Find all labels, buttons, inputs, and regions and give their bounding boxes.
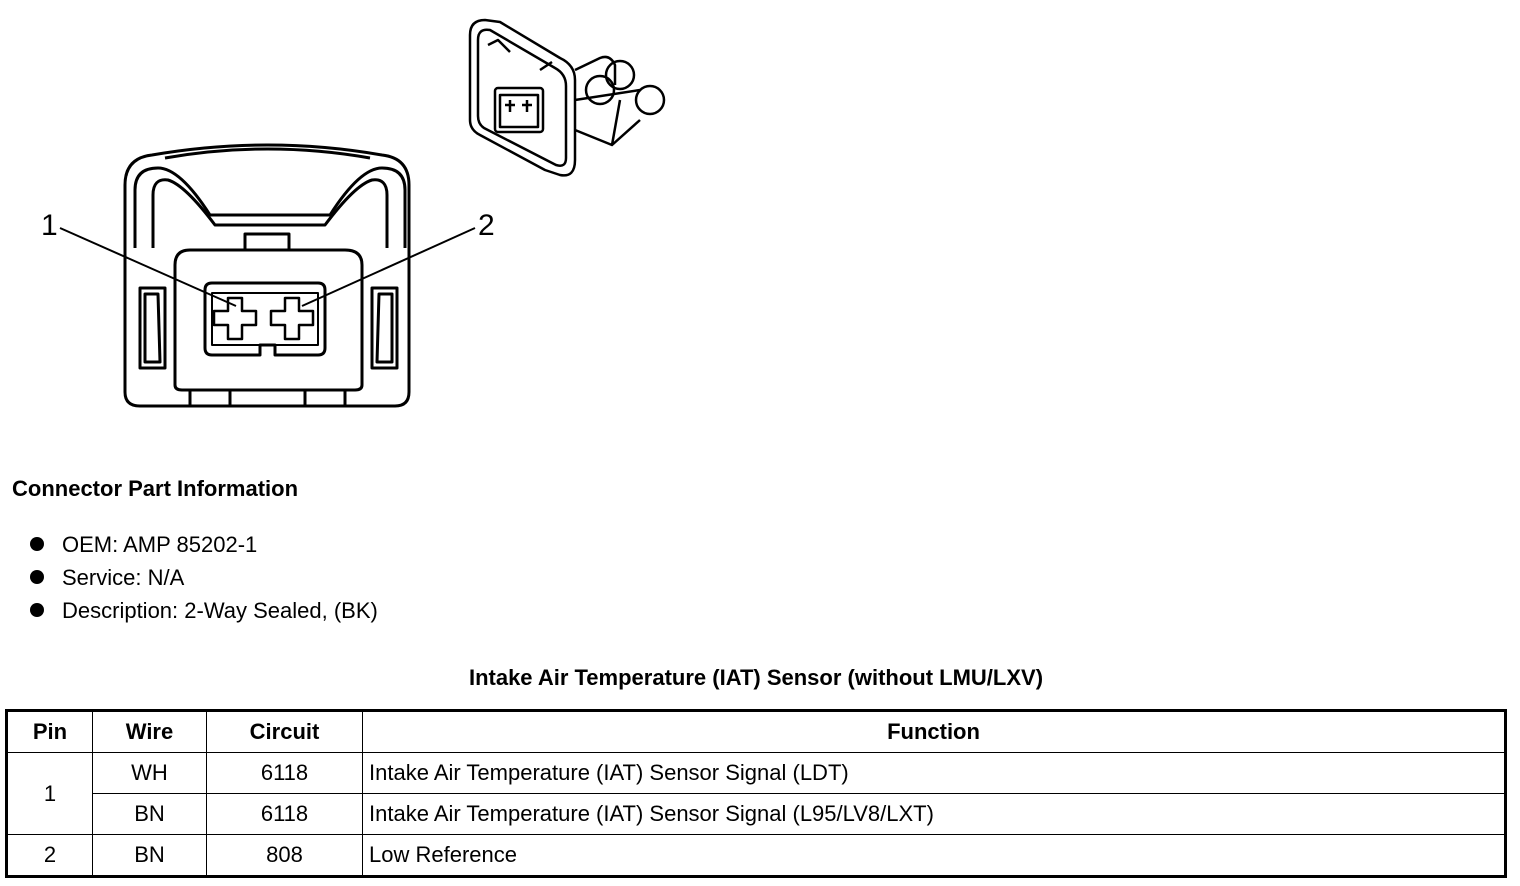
- cell-wire: BN: [92, 793, 207, 835]
- cell-circuit: 6118: [206, 793, 363, 835]
- table-row: BN 6118 Intake Air Temperature (IAT) Sen…: [7, 793, 1506, 835]
- table-row: 1 WH 6118 Intake Air Temperature (IAT) S…: [6, 752, 1506, 835]
- cell-circuit: 6118: [206, 752, 363, 794]
- table-header-row: Pin Wire Circuit Function: [6, 710, 1506, 753]
- part-oem: OEM: AMP 85202-1: [62, 532, 258, 557]
- cell-pin: 2: [6, 834, 93, 877]
- table-row: 2 BN 808 Low Reference: [6, 834, 1506, 877]
- header-pin: Pin: [6, 710, 93, 753]
- connector-3d-view: [468, 18, 666, 177]
- cell-wire: BN: [92, 834, 207, 877]
- cell-pin: 1: [6, 752, 93, 835]
- list-item: OEM: AMP 85202-1: [30, 528, 378, 561]
- part-service: Service: N/A: [62, 565, 185, 590]
- table-title: Intake Air Temperature (IAT) Sensor (wit…: [468, 665, 1044, 690]
- bullet-icon: [30, 570, 44, 584]
- cell-function: Intake Air Temperature (IAT) Sensor Sign…: [362, 752, 1506, 794]
- list-item: Service: N/A: [30, 561, 378, 594]
- header-function: Function: [362, 710, 1506, 753]
- cell-function: Low Reference: [362, 834, 1506, 877]
- cell-circuit: 808: [206, 834, 363, 877]
- connector-part-info-heading: Connector Part Information: [12, 476, 299, 501]
- list-item: Description: 2-Way Sealed, (BK): [30, 594, 378, 627]
- cell-function: Intake Air Temperature (IAT) Sensor Sign…: [362, 793, 1506, 835]
- pin-1-label: 1: [41, 209, 58, 242]
- part-info-list: OEM: AMP 85202-1 Service: N/A Descriptio…: [30, 528, 378, 627]
- connector-face-view: [123, 143, 411, 408]
- part-description: Description: 2-Way Sealed, (BK): [62, 598, 378, 623]
- header-wire: Wire: [92, 710, 207, 753]
- connector-diagram: [59, 18, 666, 408]
- bullet-icon: [30, 603, 44, 617]
- pin-leader-lines: [59, 227, 476, 307]
- bullet-icon: [30, 537, 44, 551]
- cell-wire: WH: [92, 752, 207, 794]
- header-circuit: Circuit: [206, 710, 363, 753]
- pinout-table: Pin Wire Circuit Function 1 WH 6118 Inta…: [5, 709, 1507, 878]
- pin-2-label: 2: [478, 209, 495, 242]
